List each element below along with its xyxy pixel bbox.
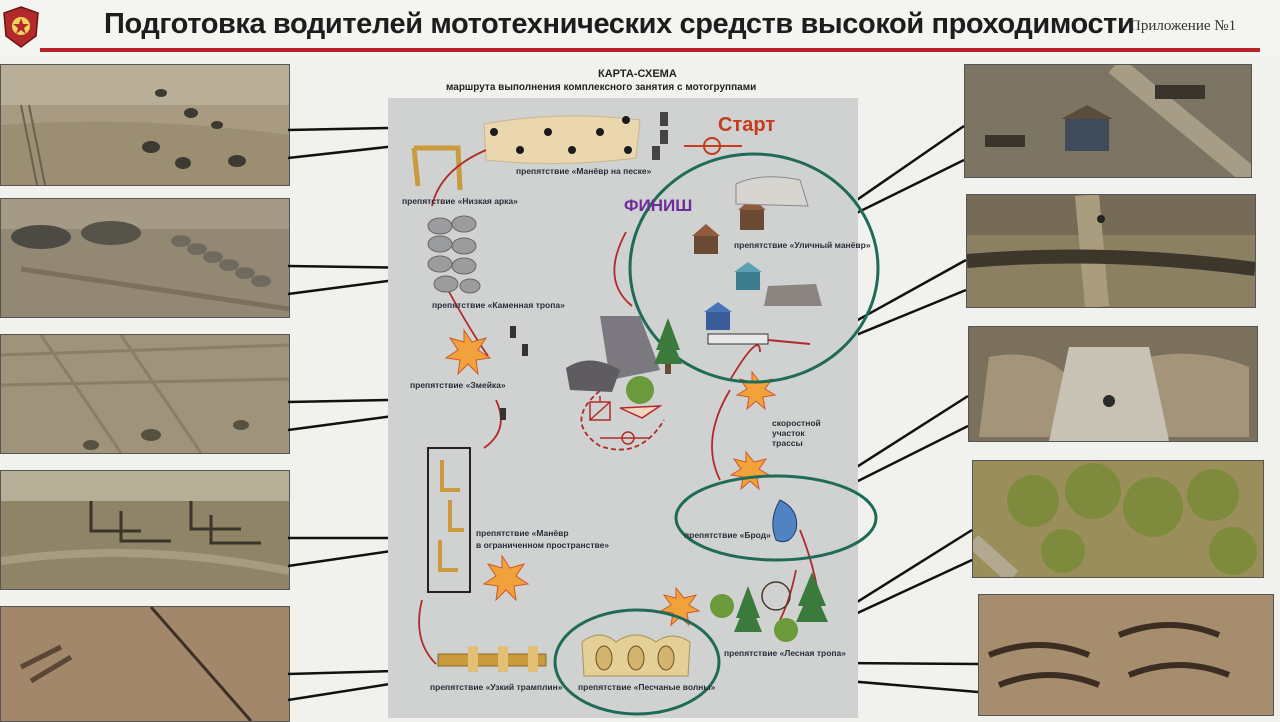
photo-ford bbox=[968, 326, 1258, 442]
photo-sand-waves-2 bbox=[978, 594, 1274, 716]
label-narrow-ramp: препятствие «Узкий трамплин» bbox=[430, 682, 563, 692]
ford-obstacle bbox=[772, 499, 798, 543]
photo-sand-maneuver bbox=[0, 64, 290, 186]
confined-maneuver-obstacle bbox=[427, 447, 471, 593]
label-sand-waves: препятствие «Песчаные волны» bbox=[578, 682, 716, 692]
photo-street-maneuver bbox=[964, 64, 1252, 178]
military-emblem-icon bbox=[3, 6, 39, 48]
snake-posts bbox=[500, 326, 528, 420]
tree-icons bbox=[626, 318, 828, 642]
photo-narrow-ramp bbox=[0, 606, 290, 722]
label-street-maneuver: препятствие «Уличный манёвр» bbox=[734, 240, 871, 250]
page-title: Подготовка водителей мототехнических сре… bbox=[104, 8, 1135, 40]
appendix-label: Приложение №1 bbox=[1130, 18, 1237, 34]
label-ford: препятствие «Брод» bbox=[684, 530, 771, 540]
label-stone-path: препятствие «Каменная тропа» bbox=[432, 300, 565, 310]
label-snake: препятствие «Змейка» bbox=[410, 380, 506, 390]
map-title: КАРТА-СХЕМА bbox=[598, 68, 677, 80]
house-icons bbox=[692, 198, 766, 330]
photo-snake bbox=[0, 334, 290, 454]
sand-maneuver-obstacle bbox=[483, 112, 668, 165]
start-marker-icon bbox=[684, 137, 742, 155]
label-low-arch: препятствие «Низкая арка» bbox=[402, 196, 518, 206]
photo-stone-path bbox=[0, 198, 290, 318]
map-subtitle: маршрута выполнения комплексного занятия… bbox=[446, 82, 757, 93]
photo-forest-path bbox=[972, 460, 1264, 578]
header: Подготовка водителей мототехнических сре… bbox=[0, 0, 1280, 56]
stone-path-obstacle bbox=[427, 215, 481, 294]
finish-label: ФИНИШ bbox=[624, 196, 693, 215]
start-label: Старт bbox=[718, 114, 776, 136]
label-confined-maneuver-2: в ограниченном пространстве» bbox=[476, 540, 610, 550]
vehicle-icon bbox=[707, 333, 811, 345]
label-forest-path: препятствие «Лесная тропа» bbox=[724, 648, 846, 658]
field-markers-icon bbox=[589, 396, 663, 445]
label-sand-maneuver: препятствие «Манёвр на песке» bbox=[516, 166, 652, 176]
ford-zone bbox=[674, 474, 878, 562]
low-arch-obstacle bbox=[411, 145, 463, 191]
photo-sand-waves-1 bbox=[966, 194, 1256, 308]
label-confined-maneuver-1: препятствие «Манёвр bbox=[476, 528, 569, 538]
header-divider bbox=[40, 48, 1260, 52]
sand-waves-zone bbox=[553, 608, 721, 716]
label-speed-section-2: участок bbox=[772, 428, 805, 438]
photo-confined-maneuver bbox=[0, 470, 290, 590]
finish-zone bbox=[628, 152, 880, 384]
label-speed-section-1: скоростной bbox=[772, 418, 821, 428]
sand-waves-obstacle bbox=[581, 634, 691, 677]
rubble-icons bbox=[566, 176, 822, 392]
label-speed-section-3: трассы bbox=[772, 438, 803, 448]
narrow-ramp-obstacle bbox=[437, 646, 547, 672]
